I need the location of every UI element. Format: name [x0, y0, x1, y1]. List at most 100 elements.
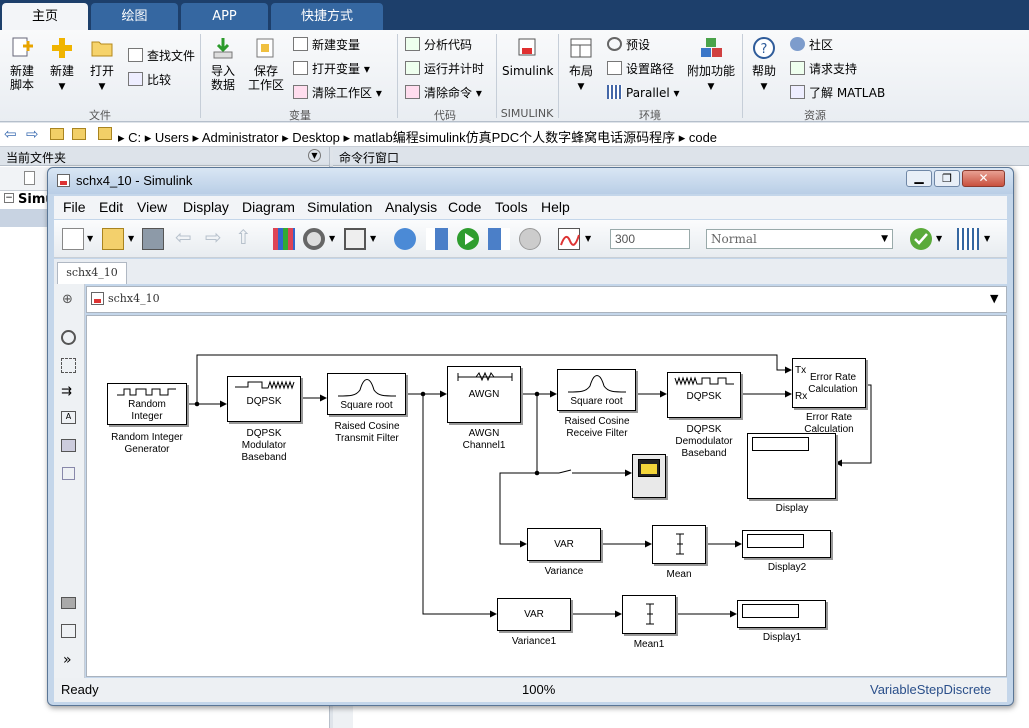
- back-icon[interactable]: ⇦: [175, 225, 192, 249]
- chevron-down-icon[interactable]: ▼: [87, 234, 94, 243]
- property-inspector-icon[interactable]: [61, 624, 76, 638]
- hide-browser-icon[interactable]: ⊕: [62, 292, 73, 307]
- scope-icon[interactable]: [558, 228, 580, 250]
- zoom-icon[interactable]: [61, 330, 76, 345]
- new-variable-button[interactable]: 新建变量: [293, 37, 360, 53]
- forward-icon[interactable]: ⇨: [205, 225, 222, 249]
- update-diagram-icon[interactable]: [394, 228, 416, 250]
- chevron-down-icon[interactable]: ▼: [936, 234, 943, 243]
- chevron-down-icon[interactable]: ▼: [128, 234, 135, 243]
- menu-file[interactable]: File: [63, 199, 86, 215]
- help-button[interactable]: ? 帮助▼: [747, 36, 781, 94]
- analyze-code-button[interactable]: 分析代码: [405, 37, 472, 53]
- close-button[interactable]: ✕: [962, 170, 1005, 187]
- menu-tools[interactable]: Tools: [495, 199, 528, 215]
- stop-time-input[interactable]: [610, 229, 690, 249]
- path-segment[interactable]: C:: [128, 130, 142, 145]
- collapse-icon[interactable]: −: [4, 193, 14, 203]
- path-segment[interactable]: code: [688, 130, 718, 145]
- learn-matlab-button[interactable]: 了解 MATLAB: [790, 85, 885, 101]
- tab-plots[interactable]: 绘图: [91, 3, 178, 30]
- chevron-down-icon[interactable]: ▼: [329, 234, 336, 243]
- chevron-down-icon[interactable]: ▼: [370, 234, 377, 243]
- expand-icon[interactable]: »: [63, 652, 72, 668]
- tab-shortcuts[interactable]: 快捷方式: [271, 3, 383, 30]
- open-button[interactable]: 打开▼: [86, 36, 118, 94]
- gear-icon[interactable]: [303, 228, 325, 250]
- path-segment[interactable]: Administrator: [201, 130, 279, 145]
- step-forward-icon[interactable]: [488, 228, 510, 250]
- model-breadcrumb[interactable]: schx4_10: [108, 292, 160, 305]
- simulation-mode-select[interactable]: Normal▼: [706, 229, 893, 249]
- mean-block[interactable]: [652, 525, 706, 564]
- display2-block[interactable]: [742, 530, 831, 558]
- variance1-block[interactable]: VAR: [497, 598, 571, 631]
- annotation-icon[interactable]: A: [61, 411, 76, 424]
- menu-code[interactable]: Code: [448, 199, 482, 215]
- scope-block[interactable]: [632, 454, 666, 498]
- new-model-icon[interactable]: [62, 228, 84, 250]
- menu-edit[interactable]: Edit: [99, 199, 124, 215]
- panel-menu-icon[interactable]: ▼: [308, 149, 321, 162]
- model-explorer-icon[interactable]: [344, 228, 366, 250]
- variance-block[interactable]: VAR: [527, 528, 601, 561]
- run-icon[interactable]: [457, 228, 479, 250]
- chevron-down-icon[interactable]: ▼: [984, 234, 991, 243]
- random-integer-block[interactable]: Random Integer: [107, 383, 187, 425]
- simulink-button[interactable]: Simulink: [502, 36, 553, 78]
- fit-view-icon[interactable]: [61, 358, 76, 373]
- minimize-button[interactable]: ▁: [906, 170, 932, 187]
- awgn-channel-block[interactable]: AWGN: [447, 366, 521, 423]
- hardware-icon[interactable]: [957, 228, 979, 250]
- forward-arrow-icon[interactable]: ⇨: [26, 125, 39, 143]
- compare-button[interactable]: 比较: [128, 72, 171, 88]
- title-bar[interactable]: schx4_10 - Simulink ▁ ❐ ✕: [48, 168, 1013, 194]
- new-button[interactable]: 新建▼: [46, 36, 78, 94]
- menu-simulation[interactable]: Simulation: [307, 199, 373, 215]
- area-icon[interactable]: [62, 467, 75, 480]
- path-segment[interactable]: matlab编程simulink仿真PDC个人数字蜂窝电话源码程序: [353, 130, 676, 145]
- chevron-down-icon[interactable]: ▼: [585, 234, 592, 243]
- menu-help[interactable]: Help: [541, 199, 570, 215]
- back-arrow-icon[interactable]: ⇦: [4, 125, 17, 143]
- open-variable-button[interactable]: 打开变量 ▾: [293, 61, 370, 77]
- dqpsk-modulator-block[interactable]: DQPSK: [227, 376, 301, 422]
- maximize-button[interactable]: ❐: [934, 170, 960, 187]
- tab-home[interactable]: 主页: [2, 3, 88, 30]
- addons-button[interactable]: 附加功能▼: [686, 36, 736, 94]
- path-segment[interactable]: Desktop: [292, 130, 340, 145]
- display1-block[interactable]: [737, 600, 826, 628]
- request-support-button[interactable]: 请求支持: [790, 61, 857, 77]
- tab-apps[interactable]: APP: [181, 3, 268, 30]
- menu-analysis[interactable]: Analysis: [385, 199, 438, 215]
- model-tab[interactable]: schx4_10: [57, 262, 127, 284]
- error-rate-block[interactable]: Tx Rx Error Rate Calculation: [792, 358, 866, 408]
- menu-view[interactable]: View: [137, 199, 168, 215]
- up-folder-icon[interactable]: [50, 128, 64, 140]
- menu-display[interactable]: Display: [183, 199, 229, 215]
- arrow-right-icon[interactable]: ⇉: [61, 384, 72, 399]
- mean1-block[interactable]: [622, 595, 676, 634]
- import-data-button[interactable]: 导入 数据: [207, 36, 239, 92]
- model-advisor-icon[interactable]: [910, 228, 932, 250]
- open-model-icon[interactable]: [102, 228, 124, 250]
- community-button[interactable]: 社区: [790, 37, 833, 53]
- dqpsk-demodulator-block[interactable]: DQPSK: [667, 372, 741, 418]
- run-and-time-button[interactable]: 运行并计时: [405, 61, 484, 77]
- step-back-icon[interactable]: [426, 228, 448, 250]
- library-browser-icon[interactable]: [273, 228, 295, 250]
- new-script-button[interactable]: 新建 脚本: [6, 36, 38, 92]
- layout-button[interactable]: 布局▼: [564, 36, 598, 94]
- save-workspace-button[interactable]: 保存 工作区: [246, 36, 286, 92]
- browse-folder-icon[interactable]: [72, 128, 86, 140]
- set-path-button[interactable]: 设置路径: [607, 61, 674, 77]
- preferences-button[interactable]: 预设: [607, 37, 650, 53]
- parallel-button[interactable]: Parallel ▾: [607, 85, 680, 101]
- model-canvas[interactable]: Random Integer Random Integer Generator …: [86, 315, 1007, 677]
- menu-diagram[interactable]: Diagram: [242, 199, 295, 215]
- rc-receive-filter-block[interactable]: Square root: [557, 369, 636, 411]
- stop-icon[interactable]: [519, 228, 541, 250]
- display-block[interactable]: [747, 433, 836, 499]
- rc-transmit-filter-block[interactable]: Square root: [327, 373, 406, 415]
- path-segment[interactable]: Users: [154, 130, 189, 145]
